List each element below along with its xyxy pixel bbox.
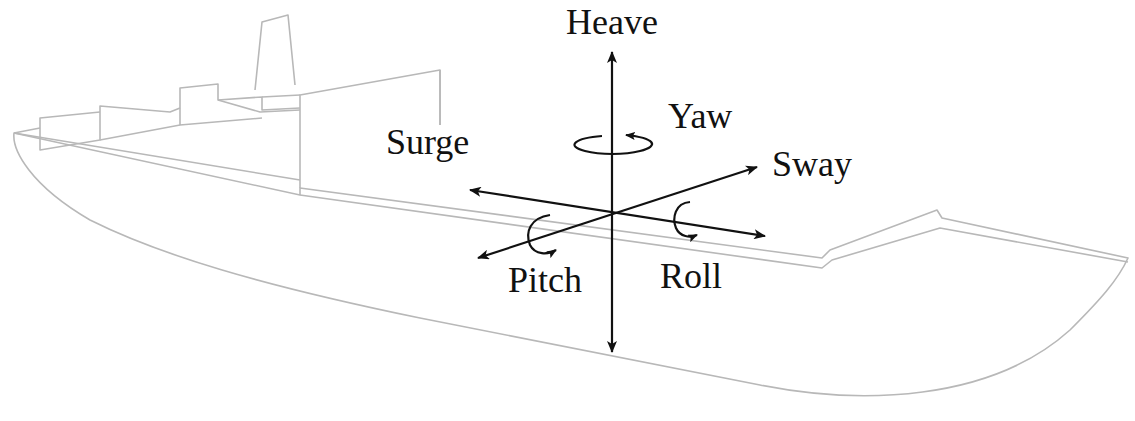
ship-hull bbox=[14, 15, 1128, 396]
motion-label: Surge bbox=[386, 124, 469, 160]
motion-label: Pitch bbox=[508, 262, 582, 298]
motion-label: Sway bbox=[772, 146, 852, 182]
motion-axes bbox=[470, 52, 765, 352]
motion-label: Roll bbox=[660, 258, 722, 294]
motion-label: Heave bbox=[566, 4, 658, 40]
motion-label: Yaw bbox=[668, 98, 732, 134]
